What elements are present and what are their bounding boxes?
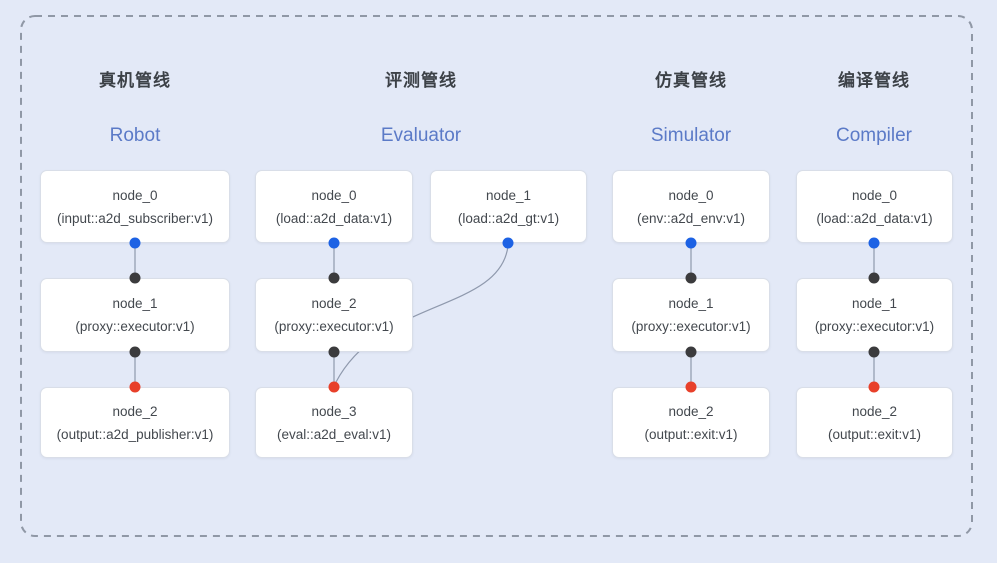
node-type-label: (output::exit:v1): [827, 426, 922, 442]
node-label: node_2: [311, 296, 357, 311]
node-label: node_2: [851, 403, 898, 419]
compiler-node_0-box: node_0(load::a2d_data:v1): [796, 170, 953, 243]
node-label: node_0: [851, 187, 898, 203]
evaluator-node_0-box: node_0(load::a2d_data:v1): [255, 170, 413, 243]
node-type-label: (eval::a2d_eval:v1): [276, 426, 392, 442]
node-type-label: (env::a2d_env:v1): [636, 210, 746, 226]
pipeline-simulator-title-en: Simulator: [650, 125, 732, 146]
pipeline-simulator-title-zh: 仿真管线: [655, 71, 727, 90]
compiler-node_2-box: node_2(output::exit:v1): [796, 387, 953, 458]
node-type-label: (output::exit:v1): [644, 426, 738, 442]
simulator-node_1-box: node_1(proxy::executor:v1): [612, 278, 770, 352]
pipeline-compiler-title-zh: 编译管线: [838, 71, 910, 90]
pipeline-robot-title-zh: 真机管线: [99, 71, 171, 90]
robot-node_0-box: node_0(input::a2d_subscriber:v1): [40, 170, 230, 243]
simulator-node_0-box: node_0(env::a2d_env:v1): [612, 170, 770, 243]
node-type-label: (proxy::executor:v1): [814, 319, 935, 334]
evaluator-node_3-box: node_3(eval::a2d_eval:v1): [255, 387, 413, 458]
node-label: node_3: [311, 403, 357, 419]
robot-node_1-box: node_1(proxy::executor:v1): [40, 278, 230, 352]
node-label: node_1: [851, 296, 898, 311]
pipeline-robot-title-en: Robot: [109, 125, 161, 146]
node-label: node_2: [668, 403, 714, 419]
node-type-label: (output::a2d_publisher:v1): [56, 426, 214, 442]
evaluator-node_2-box: node_2(proxy::executor:v1): [255, 278, 413, 352]
node-type-label: (input::a2d_subscriber:v1): [56, 210, 214, 226]
pipeline-evaluator-title-en: Evaluator: [380, 125, 462, 146]
node-type-label: (proxy::executor:v1): [274, 319, 394, 334]
node-type-label: (load::a2d_data:v1): [816, 210, 933, 226]
node-label: node_2: [112, 403, 158, 419]
node-type-label: (proxy::executor:v1): [631, 319, 751, 334]
pipeline-compiler-title-en: Compiler: [835, 125, 913, 146]
pipeline-evaluator-title-zh: 评测管线: [385, 71, 457, 90]
simulator-node_2-box: node_2(output::exit:v1): [612, 387, 770, 458]
node-type-label: (proxy::executor:v1): [75, 319, 195, 334]
compiler-node_1-box: node_1(proxy::executor:v1): [796, 278, 953, 352]
node-label: node_0: [311, 187, 357, 203]
node-label: node_0: [668, 187, 714, 203]
evaluator-node_1-box: node_1(load::a2d_gt:v1): [430, 170, 587, 243]
node-label: node_1: [668, 296, 714, 311]
node-type-label: (load::a2d_data:v1): [275, 210, 393, 226]
robot-node_2-box: node_2(output::a2d_publisher:v1): [40, 387, 230, 458]
node-label: node_0: [112, 187, 158, 203]
node-label: node_1: [485, 187, 532, 203]
node-type-label: (load::a2d_gt:v1): [457, 210, 560, 226]
node-label: node_1: [112, 296, 158, 311]
